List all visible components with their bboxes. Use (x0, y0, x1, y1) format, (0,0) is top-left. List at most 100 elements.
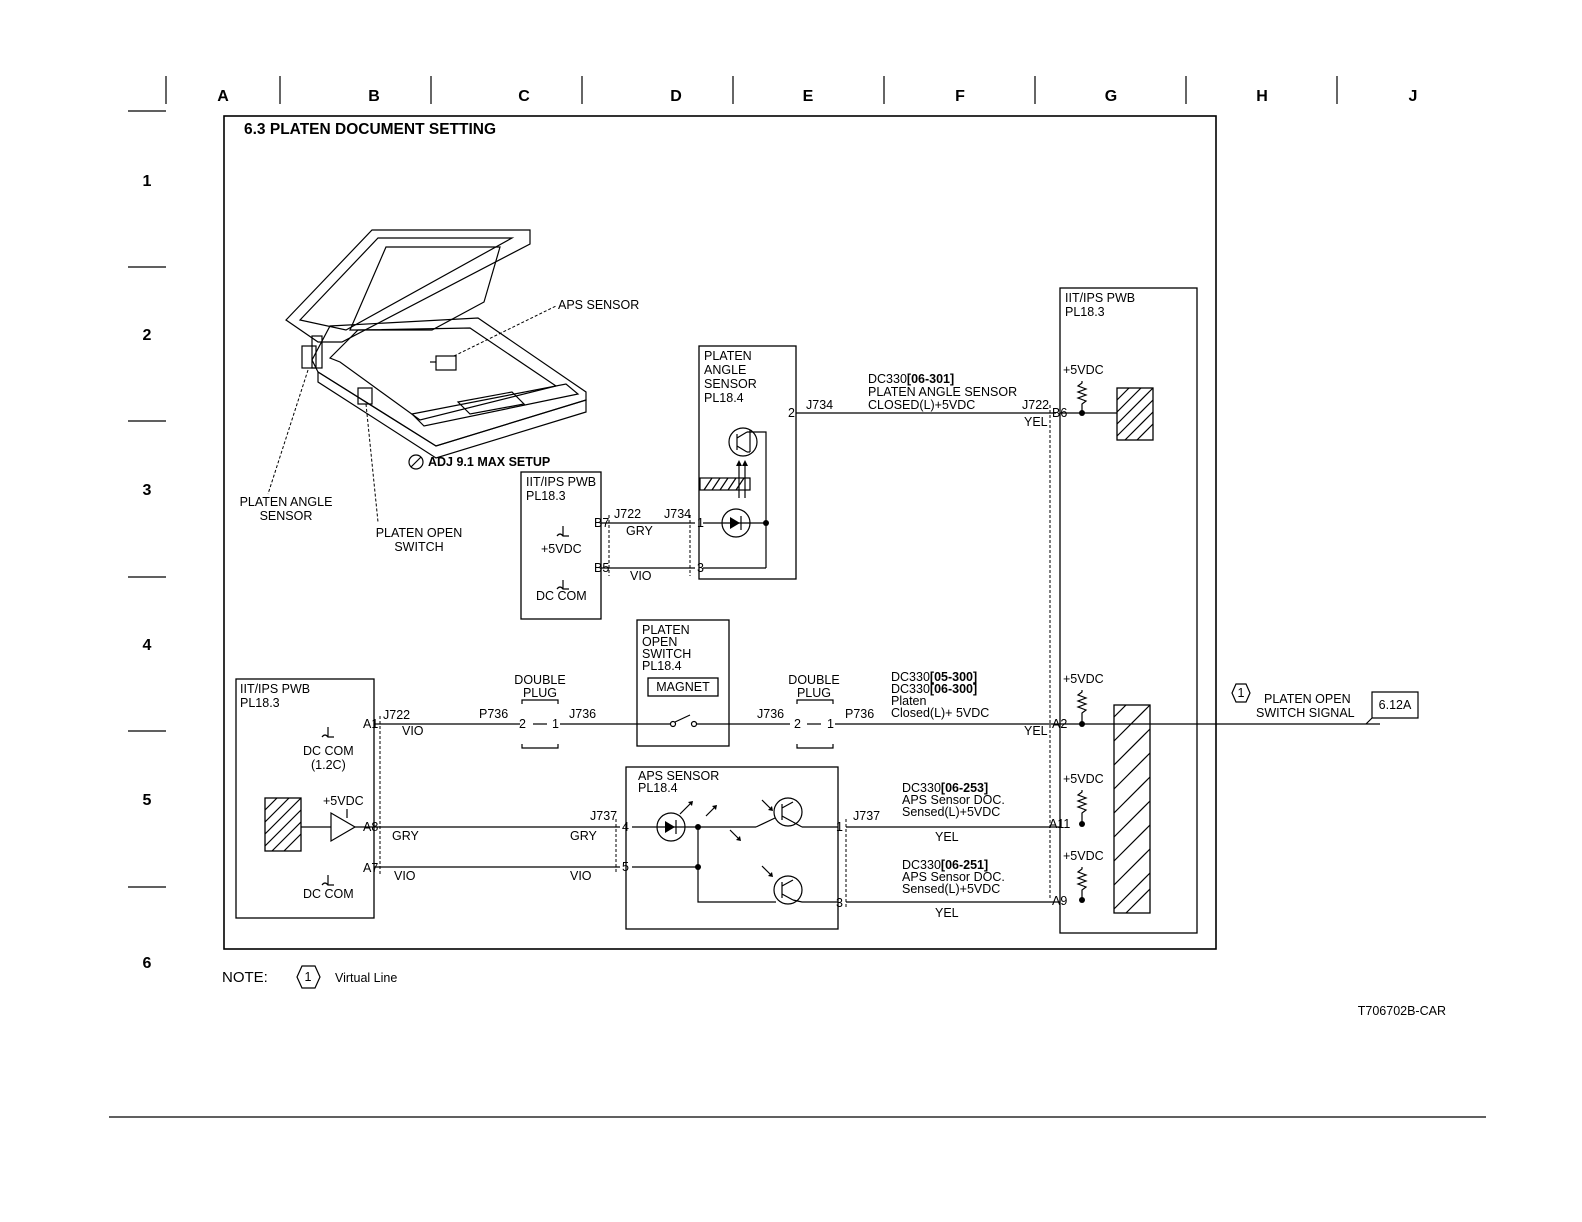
dp1-pin1: 1 (552, 717, 559, 731)
sig-angle-code: [06-301] (907, 372, 954, 386)
aps-title-1: APS SENSOR (638, 769, 719, 783)
dp2-label-1: DOUBLE (788, 673, 839, 687)
col-label-c: C (518, 88, 530, 105)
pas-pin-1: 1 (697, 516, 704, 530)
pwb-right-5vdc-4: +5VDC (1063, 849, 1104, 863)
col-label-g: G (1105, 88, 1117, 105)
hatch-1 (1116, 387, 1154, 441)
dp1-label-2: PLUG (523, 686, 557, 700)
aps-pin-4: 4 (622, 820, 629, 834)
pin-a11: A11 (1049, 817, 1070, 831)
wire-gry-top: GRY (626, 524, 654, 538)
light-arrows (679, 799, 773, 877)
svg-text:DC330[06-300]: DC330[06-300] (891, 682, 977, 696)
col-label-e: E (803, 88, 814, 105)
note-label: NOTE: (222, 969, 268, 986)
sig-open-code-2: [06-300] (930, 682, 977, 696)
sig-aps2-dc330: DC330 (902, 858, 941, 872)
signal-aps-labels: DC330[06-253] APS Sensor DOC. Sensed(L)+… (902, 781, 1005, 920)
ext-ref: 6.12A (1379, 698, 1412, 712)
sig-aps1-state: Sensed(L)+5VDC (902, 805, 1000, 819)
col-label-b: B (368, 88, 380, 105)
sig-open-platen: Platen (891, 694, 926, 708)
ext-signal-label-2: SWITCH SIGNAL (1256, 706, 1355, 720)
top-j734: J734 (664, 507, 691, 521)
row-label-6: 6 (143, 955, 152, 972)
pas-pin-2: 2 (788, 406, 795, 420)
pwb-right-title-1: IIT/IPS PWB (1065, 291, 1135, 305)
wire-gry-left: GRY (392, 829, 420, 843)
sig-aps1-name: APS Sensor DOC. (902, 793, 1005, 807)
dp1-pin2: 2 (519, 717, 526, 731)
signal-open-label: DC330[05-300] DC330[06-300] Platen Close… (891, 670, 989, 720)
platen-angle-sensor-callout-2: SENSOR (260, 509, 313, 523)
pwb-right-title-2: PL18.3 (1065, 305, 1105, 319)
dp2-pin2: 2 (794, 717, 801, 731)
pin-b6: B6 (1052, 406, 1067, 420)
aps-j737-right: J737 (853, 809, 880, 823)
pwb-left-dccom-ref: (1.2C) (311, 758, 346, 772)
dp2-p736: P736 (845, 707, 874, 721)
sig-angle-state: CLOSED(L)+5VDC (868, 398, 975, 412)
diagram-title: 6.3 PLATEN DOCUMENT SETTING (244, 121, 496, 138)
hatch-3 (264, 797, 302, 852)
pos-title-4: PL18.4 (642, 659, 682, 673)
col-label-a: A (217, 88, 229, 105)
pas-title-1: PLATEN (704, 349, 752, 363)
row-label-4: 4 (143, 637, 152, 654)
pas-title-3: SENSOR (704, 377, 757, 391)
pwb-left-title-2: PL18.3 (240, 696, 280, 710)
sig-open-dc330-2: DC330 (891, 682, 930, 696)
dp2-label-2: PLUG (797, 686, 831, 700)
wire-vio-left-2: VIO (394, 869, 416, 883)
dp1-j736: J736 (569, 707, 596, 721)
sig-open-code-1: [05-300] (930, 670, 977, 684)
col-label-h: H (1256, 88, 1268, 105)
pos-title-2: OPEN (642, 635, 677, 649)
wire-vio-left: VIO (402, 724, 424, 738)
pwb-right: IIT/IPS PWB PL18.3 B6 +5VDC +5VDC A2 YEL… (1024, 287, 1198, 934)
external-signal: 1 PLATEN OPEN SWITCH SIGNAL 6.12A (1231, 683, 1419, 725)
left-j722: J722 (383, 708, 410, 722)
aps-sensor-callout: APS SENSOR (558, 298, 639, 312)
row-grid: 1 2 3 4 5 6 (128, 110, 166, 972)
top-j722: J722 (614, 507, 641, 521)
pin-a1: A1 (363, 717, 378, 731)
pin-a7: A7 (363, 861, 378, 875)
pwb-left: IIT/IPS PWB PL18.3 DC COM (1.2C) +5VDC D… (235, 678, 424, 919)
aps-pin-1: 1 (836, 820, 843, 834)
sig-open-dc330-1: DC330 (891, 670, 930, 684)
pos-title-3: SWITCH (642, 647, 691, 661)
wire-yel-2: YEL (1024, 724, 1048, 738)
adj-setup-label: ADJ 9.1 MAX SETUP (428, 455, 550, 469)
pwb-left-dccom: DC COM (303, 744, 354, 758)
wire-vio-top: VIO (630, 569, 652, 583)
magnet-label: MAGNET (656, 680, 710, 694)
col-label-d: D (670, 88, 682, 105)
note-text: Virtual Line (335, 971, 397, 985)
note: NOTE: 1 Virtual Line (222, 965, 397, 989)
pwb-right-5vdc-1: +5VDC (1063, 363, 1104, 377)
platen-open-switch-callout-1: PLATEN OPEN (376, 526, 463, 540)
pas-title-4: PL18.4 (704, 391, 744, 405)
dp2-j736: J736 (757, 707, 784, 721)
col-label-j: J (1409, 88, 1418, 105)
pwb-left-5vdc: +5VDC (323, 794, 364, 808)
sig-aps1-dc330: DC330 (902, 781, 941, 795)
col-label-f: F (955, 88, 965, 105)
right-j722: J722 (1022, 398, 1049, 412)
note-num: 1 (305, 970, 312, 984)
pos-title-1: PLATEN (642, 623, 690, 637)
sig-aps2-name: APS Sensor DOC. (902, 870, 1005, 884)
pas-pin-3: 3 (697, 561, 704, 575)
row-label-5: 5 (143, 792, 152, 809)
platen-angle-sensor-callout-1: PLATEN ANGLE (240, 495, 333, 509)
figure-id: T706702B-CAR (1358, 1004, 1446, 1018)
sig-aps2-code: [06-251] (941, 858, 988, 872)
pwb-left-dccom-2: DC COM (303, 887, 354, 901)
pwb-left-title-1: IIT/IPS PWB (240, 682, 310, 696)
aps-pin-3: 3 (836, 896, 843, 910)
pwb-top: IIT/IPS PWB PL18.3 +5VDC DC COM B7 B5 J7… (520, 471, 695, 620)
pin-a9: A9 (1052, 894, 1067, 908)
